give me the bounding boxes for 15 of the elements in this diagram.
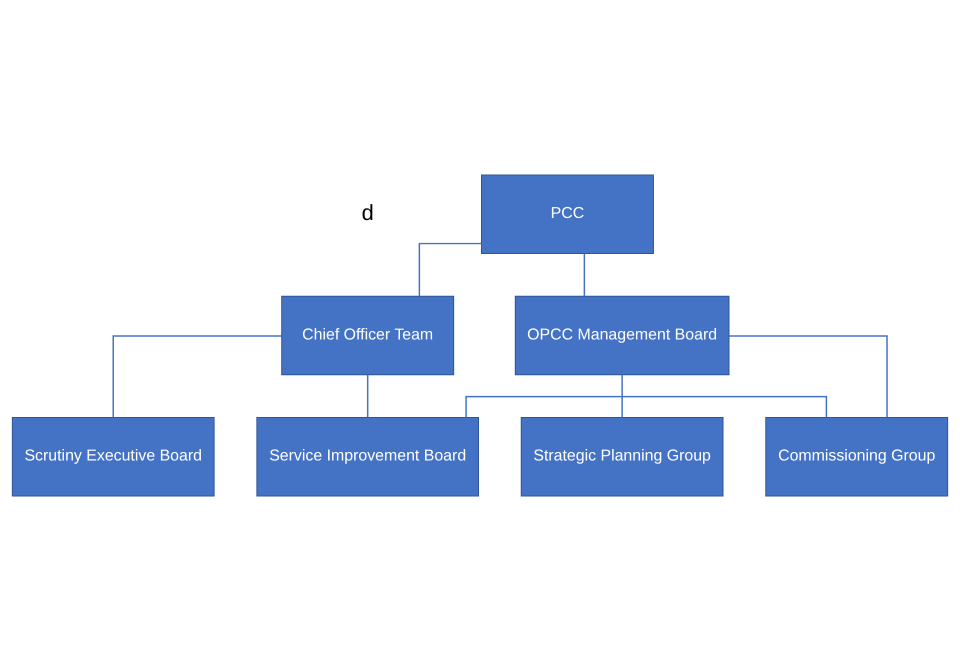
node-box: Commissioning Group [765, 417, 948, 497]
node-box: Strategic Planning Group [520, 417, 724, 497]
connector [418, 242, 482, 296]
connector [729, 335, 888, 418]
node-box: Chief Officer Team [281, 296, 454, 376]
label: d [362, 200, 374, 225]
connector [366, 374, 368, 418]
node-box: PCC [481, 174, 654, 254]
node-box: OPCC Management Board [514, 296, 730, 376]
connector [584, 254, 586, 296]
connector [621, 374, 623, 418]
node-box: Scrutiny Executive Board [12, 417, 215, 497]
connector [112, 335, 282, 418]
node-box: Service Improvement Board [256, 417, 479, 497]
connector [465, 396, 828, 418]
